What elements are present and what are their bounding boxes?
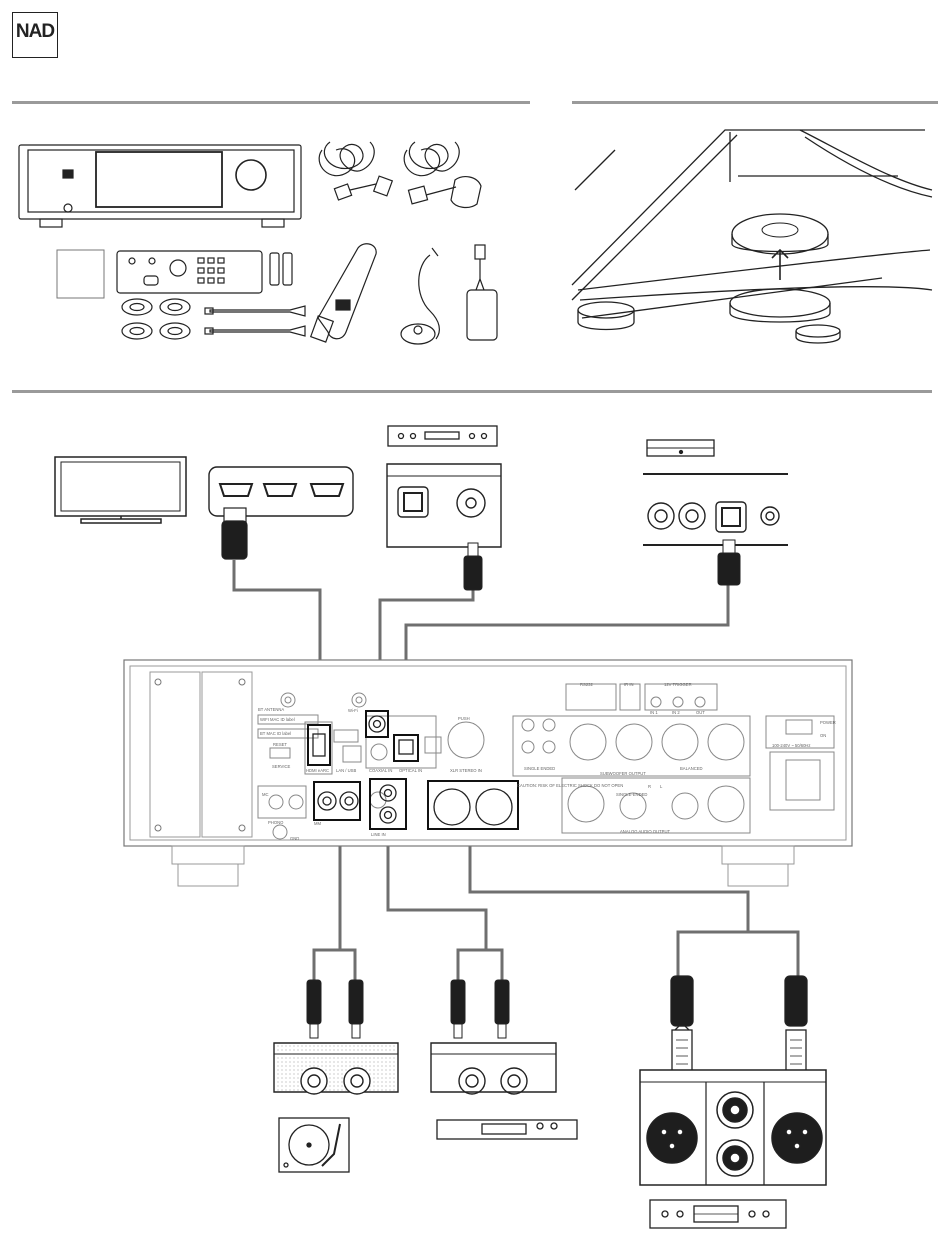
section-rule-connections bbox=[12, 390, 932, 393]
box-contents-illustration bbox=[18, 141, 498, 345]
label-caution: CAUTION: RISK OF ELECTRIC SHOCK DO NOT O… bbox=[517, 783, 623, 788]
label-out: OUT bbox=[696, 710, 705, 715]
label-on: ON bbox=[820, 733, 826, 738]
label-optical-in: OPTICAL IN bbox=[399, 768, 422, 773]
power-cords bbox=[318, 141, 482, 209]
amplifier-rear-panel: BT ANTENNA WIFI MAC ID label BT MAC ID l… bbox=[123, 659, 853, 887]
label-trigger: 12V TRIGGER bbox=[664, 682, 692, 687]
xlr-plugs bbox=[670, 975, 808, 1079]
label-ir-in: IR IN bbox=[624, 682, 634, 687]
label-in1: IN 1 bbox=[650, 710, 658, 715]
label-in2: IN 2 bbox=[672, 710, 680, 715]
label-service: SERVICE bbox=[272, 764, 291, 769]
label-line-in: LINE IN bbox=[371, 832, 386, 837]
label-analog-out: ANALOG AUDIO OUTPUT bbox=[620, 829, 670, 834]
label-mc: MC bbox=[262, 792, 269, 797]
coaxial-plug bbox=[463, 542, 483, 591]
cable-lines bbox=[232, 560, 800, 980]
balanced-source-panel bbox=[639, 1069, 827, 1186]
label-sub-out: SUBWOOFER OUTPUT bbox=[600, 771, 646, 776]
turntable-output-panel bbox=[273, 1042, 399, 1095]
turntable-icon bbox=[278, 1117, 350, 1173]
label-mm: MM bbox=[314, 821, 321, 826]
label-lan-usb: LAN / USB bbox=[336, 768, 356, 773]
section-rule-contents bbox=[12, 101, 530, 104]
isolation-feet bbox=[121, 298, 191, 340]
cd-player-icon bbox=[387, 425, 498, 447]
balanced-source-icon bbox=[649, 1199, 787, 1229]
optical-plug bbox=[717, 539, 741, 586]
nad-logo: NAD bbox=[12, 12, 58, 58]
label-power: POWER bbox=[820, 720, 836, 725]
digital-source-panel bbox=[386, 463, 502, 548]
label-phono: PHONO bbox=[268, 820, 284, 825]
label-balanced: BALANCED bbox=[680, 766, 703, 771]
highlighted-jacks bbox=[307, 710, 519, 830]
hdmi-source-panel bbox=[208, 466, 354, 517]
label-xlr-in: XLR STEREO IN bbox=[450, 768, 482, 773]
label-bt-antenna: BT ANTENNA bbox=[258, 707, 284, 712]
label-wifi-mac: WIFI MAC ID label bbox=[260, 717, 295, 722]
label-r: R bbox=[648, 784, 651, 789]
label-voltage: 100-240V ~ 50/60Hz bbox=[772, 743, 811, 748]
optical-source-icon bbox=[646, 439, 715, 457]
logo-text: NAD bbox=[15, 21, 55, 42]
network-dongle bbox=[466, 244, 498, 341]
batteries bbox=[269, 252, 293, 286]
foot-installation-illustration bbox=[571, 129, 933, 344]
tv-icon bbox=[54, 456, 187, 524]
label-single-ended: SINGLE ENDED bbox=[524, 766, 555, 771]
remote-control bbox=[116, 250, 263, 294]
rca-plugs bbox=[306, 979, 510, 1039]
label-single-ended-r: SINGLE-ENDED bbox=[616, 792, 647, 797]
label-rs232: RS232 bbox=[580, 682, 593, 687]
label-hdmi-arc: HDMI eARC bbox=[306, 768, 329, 773]
label-l: L bbox=[660, 784, 663, 789]
label-coax-in: COAXIAL IN bbox=[369, 768, 392, 773]
label-bt-mac: BT MAC ID label bbox=[260, 731, 291, 736]
label-push: PUSH bbox=[458, 716, 470, 721]
optical-source-panel bbox=[643, 473, 788, 546]
hdmi-plug bbox=[221, 507, 248, 560]
wifi-bt-antennas bbox=[204, 305, 306, 337]
bluetooth-dongle bbox=[309, 243, 377, 343]
line-source-icon bbox=[436, 1119, 578, 1140]
cleaning-cloth bbox=[56, 249, 105, 299]
fm-antenna-mic bbox=[400, 247, 440, 345]
section-rule-feet bbox=[572, 101, 938, 104]
label-reset: RESET bbox=[273, 742, 287, 747]
amplifier-front-view bbox=[18, 144, 302, 228]
line-source-output-panel bbox=[430, 1042, 557, 1095]
label-gnd: GND bbox=[290, 836, 299, 841]
label-wifi: Wi-Fi bbox=[348, 708, 358, 713]
